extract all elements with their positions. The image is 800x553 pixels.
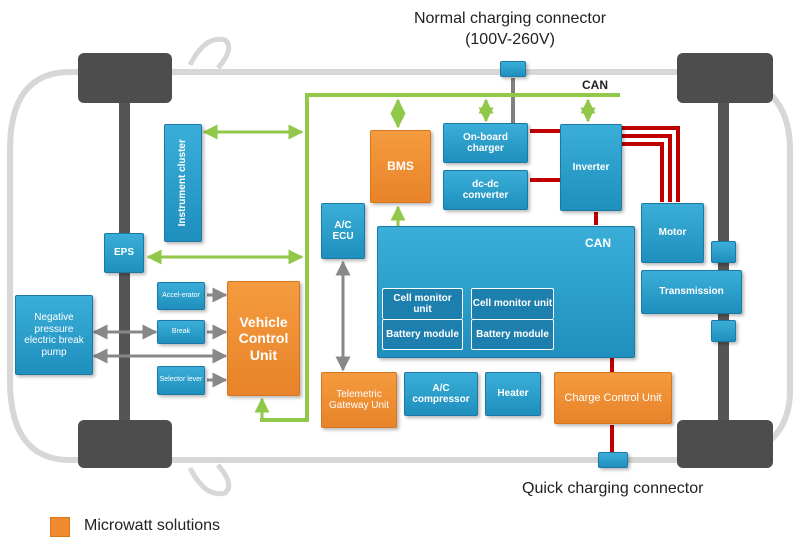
wheel-rear-bottom bbox=[677, 420, 773, 468]
cell-monitor-unit-2: Cell monitor unit bbox=[471, 288, 554, 319]
dcdc-converter: dc-dc converter bbox=[443, 170, 528, 210]
charge-control-unit: Charge Control Unit bbox=[554, 372, 672, 424]
legend-label: Microwatt solutions bbox=[84, 517, 221, 534]
ac-compressor: A/C compressor bbox=[404, 372, 478, 416]
legend-swatch bbox=[50, 517, 70, 537]
break-box: Break bbox=[157, 320, 205, 344]
can-bus-label-outer: CAN bbox=[582, 78, 608, 92]
wheel-rear-top bbox=[677, 53, 773, 103]
ac-ecu: A/C ECU bbox=[321, 203, 365, 259]
wheel-front-top bbox=[78, 53, 172, 103]
negative-pressure-break-pump: Negative pressure electric break pump bbox=[15, 295, 93, 375]
mirror-bottom bbox=[187, 463, 232, 497]
telemetric-gateway-unit: Telemetric Gateway Unit bbox=[321, 372, 397, 428]
bms-box: BMS bbox=[370, 130, 431, 203]
battery-module-1: Battery module bbox=[382, 319, 463, 350]
accelerator-box: Accel-erator bbox=[157, 282, 205, 310]
normal-charging-connector-label: Normal charging connector (100V-260V) bbox=[400, 9, 620, 51]
instrument-cluster: Instrument cluster bbox=[164, 124, 202, 242]
onboard-charger: On-board charger bbox=[443, 123, 528, 163]
rear-axle-joint-top bbox=[711, 241, 736, 263]
heater-box: Heater bbox=[485, 372, 541, 416]
inverter-box: Inverter bbox=[560, 124, 622, 211]
wheel-front-bottom bbox=[78, 420, 172, 468]
selector-lever-box: Selector lever bbox=[157, 366, 205, 395]
normal-charging-line1: Normal charging connector bbox=[413, 10, 607, 27]
normal-charging-plug bbox=[500, 61, 526, 77]
mirror-top bbox=[187, 36, 232, 70]
vehicle-control-unit: Vehicle Control Unit bbox=[227, 281, 300, 396]
quick-charging-connector-label: Quick charging connector bbox=[522, 480, 704, 497]
motor-box: Motor bbox=[641, 203, 704, 263]
instrument-cluster-label: Instrument cluster bbox=[177, 139, 189, 227]
quick-charging-plug bbox=[598, 452, 628, 468]
normal-charging-line2: (100V-260V) bbox=[465, 30, 555, 48]
cell-monitor-unit-1: Cell monitor unit bbox=[382, 288, 463, 319]
battery-module-2: Battery module bbox=[471, 319, 554, 350]
eps-box: EPS bbox=[104, 233, 144, 273]
can-bus-label-inner: CAN bbox=[585, 236, 611, 250]
rear-axle-joint-bottom bbox=[711, 320, 736, 342]
transmission-box: Transmission bbox=[641, 270, 742, 314]
